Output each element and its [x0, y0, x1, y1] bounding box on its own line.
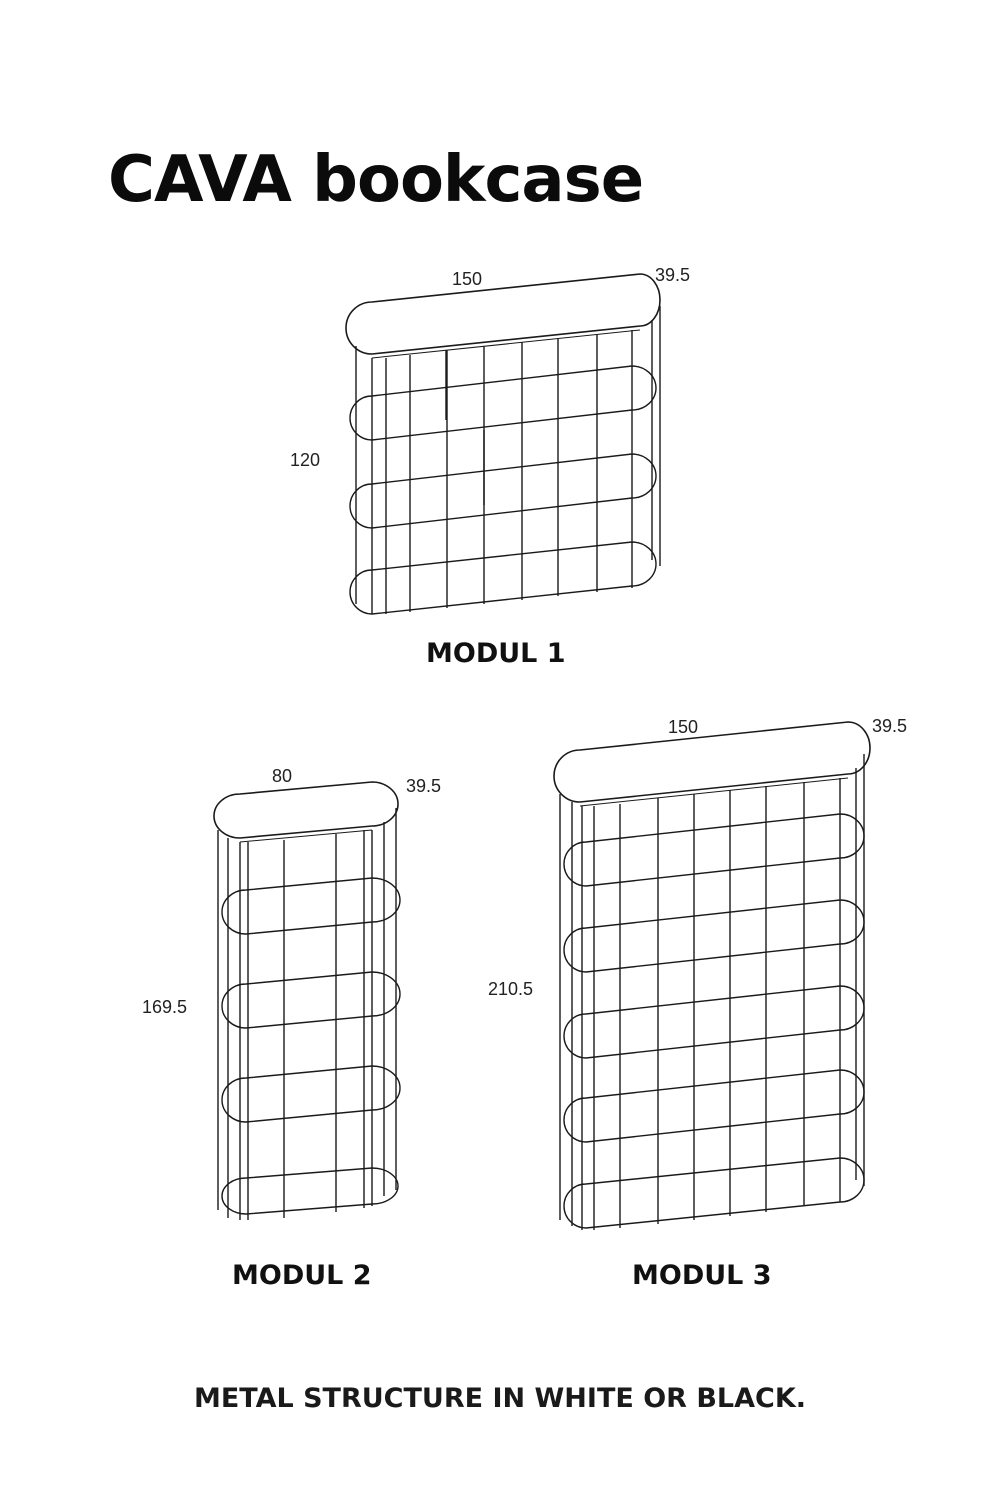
- module-2-shelf-drawing: [213, 781, 401, 1220]
- module-1-height-label: 120: [290, 450, 321, 470]
- module-3-depth-label: 39.5: [872, 716, 908, 736]
- module-3-shelf-drawing: [553, 721, 871, 1230]
- module-1-drawing: 150 39.5 120 MODUL 1: [0, 0, 1000, 700]
- material-note: METAL STRUCTURE IN WHITE OR BLACK.: [193, 1383, 807, 1414]
- module-3-label: MODUL 3: [632, 1260, 772, 1291]
- module-2-drawing: 80 39.5 169.5 MODUL 2: [142, 766, 442, 1291]
- module-3-width-label: 150: [668, 717, 699, 737]
- module-1-shelf-drawing: [345, 273, 661, 615]
- page-title: CAVA bookcase: [108, 143, 644, 217]
- module-2-label: MODUL 2: [232, 1260, 372, 1291]
- module-2-height-label: 169.5: [142, 997, 188, 1017]
- module-3-drawing: 150 39.5 210.5 MODUL 3: [488, 716, 908, 1291]
- module-3-height-label: 210.5: [488, 979, 534, 999]
- module-1-label: MODUL 1: [426, 638, 566, 669]
- module-1-depth-label: 39.5: [655, 265, 691, 285]
- module-2-depth-label: 39.5: [406, 776, 442, 796]
- module-1-width-label: 150: [452, 269, 483, 289]
- module-2-width-label: 80: [272, 766, 293, 786]
